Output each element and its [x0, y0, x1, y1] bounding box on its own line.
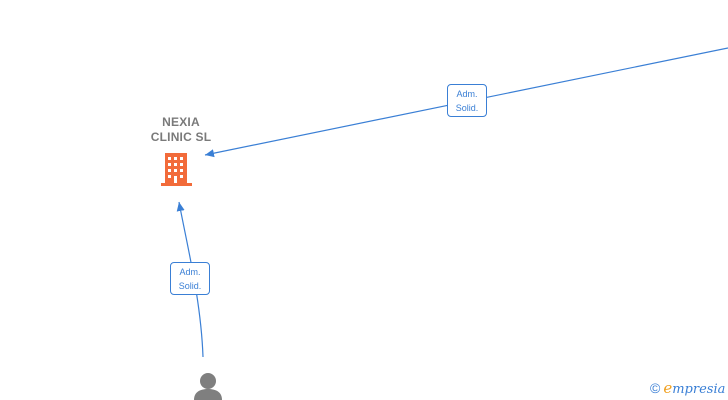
- edge-label-line2: Solid.: [178, 281, 202, 291]
- brand-name: mpresia: [672, 382, 726, 397]
- brand-watermark: ©empresia: [650, 379, 725, 399]
- edge-label-line2: Solid.: [455, 103, 479, 113]
- copyright-symbol: ©: [650, 380, 661, 396]
- person-icon[interactable]: [194, 373, 222, 400]
- company-name-line1: NEXIA: [162, 115, 200, 129]
- edge-label-left[interactable]: Adm. Solid.: [170, 262, 210, 295]
- edge-label-top[interactable]: Adm. Solid.: [447, 84, 487, 117]
- company-name-label[interactable]: NEXIA CLINIC SL: [126, 115, 236, 145]
- building-icon[interactable]: [161, 153, 192, 186]
- edge-label-line1: Adm.: [456, 89, 478, 99]
- brand-logo-letter: e: [663, 379, 673, 397]
- edge-label-line1: Adm.: [179, 267, 201, 277]
- company-name-line2: CLINIC SL: [150, 130, 212, 144]
